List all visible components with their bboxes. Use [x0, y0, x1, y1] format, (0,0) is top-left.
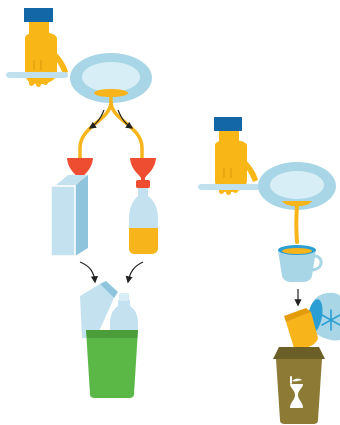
arrow-icon — [90, 110, 132, 128]
milk-carton-icon — [51, 175, 88, 256]
arrow-icon — [80, 262, 143, 282]
grease-stream — [296, 206, 297, 242]
plastic-bottle-icon — [129, 180, 158, 254]
gloved-hand-icon — [214, 117, 258, 195]
left-scene-recycle-containers — [6, 8, 158, 398]
compost-bin-icon — [273, 347, 325, 424]
recycling-bin-icon — [80, 281, 138, 398]
right-scene-freeze-and-compost — [198, 117, 340, 424]
cup-icon — [278, 245, 321, 282]
grease-stream — [80, 97, 142, 160]
